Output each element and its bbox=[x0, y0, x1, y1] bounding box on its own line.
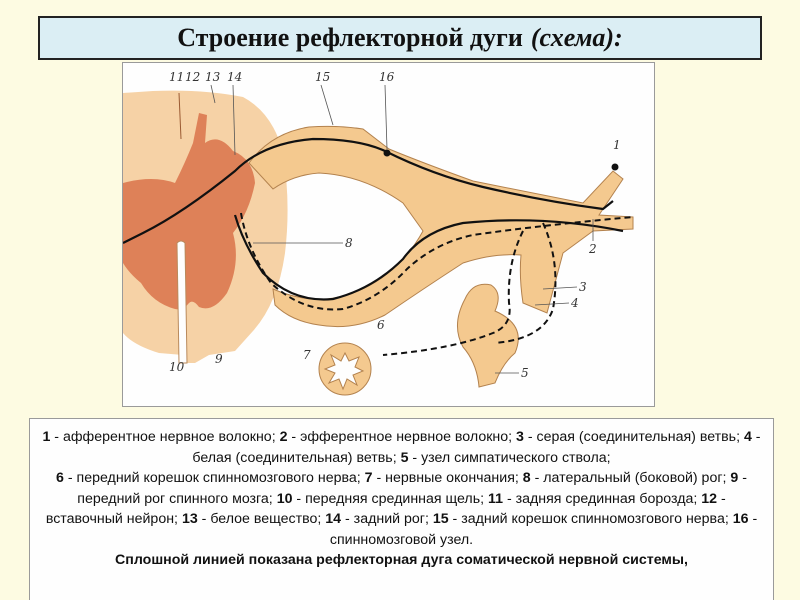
somatic-arc-solid bbox=[123, 137, 614, 244]
legend-text: - спинномозговой узел. bbox=[329, 511, 758, 548]
legend-text: - передний корешок спинномозгового нерва… bbox=[63, 470, 365, 486]
legend-number: 9 bbox=[730, 470, 739, 486]
label-6: 6 bbox=[377, 318, 385, 332]
legend-text: - задний рог; bbox=[341, 511, 433, 527]
legend-text: - передний рог спинного мозга; bbox=[77, 470, 747, 507]
legend-text: - эфферентное нервное волокно; bbox=[287, 429, 517, 445]
legend-number: 12 bbox=[701, 490, 718, 507]
gut-ring bbox=[318, 342, 372, 396]
legend-number: 13 bbox=[181, 511, 198, 527]
legend-text: - задний корешок спинномозгового нерва; bbox=[448, 511, 733, 527]
label-2: 2 bbox=[588, 242, 597, 256]
legend-number: 6 bbox=[56, 470, 64, 486]
nerve-loop-hole bbox=[289, 186, 402, 293]
legend-number: 16 bbox=[732, 511, 749, 527]
label-16: 16 bbox=[379, 70, 395, 84]
label-11: 11 bbox=[169, 70, 184, 84]
legend-text: - нервные окончания; bbox=[372, 470, 523, 486]
legend-line-1: 1 - афферентное нервное волокно; 2 - эфф… bbox=[40, 427, 763, 468]
legend-number: 8 bbox=[522, 470, 531, 486]
legend-number: 11 bbox=[488, 490, 503, 507]
reflex-arc-figure: 11 12 13 14 15 16 1 2 3 4 5 6 7 8 9 10 bbox=[122, 62, 655, 407]
title-main: Строение рефлекторной дуги bbox=[177, 23, 523, 52]
legend-text: - серая (соединительная) ветвь; bbox=[523, 429, 744, 445]
grey-matter bbox=[123, 113, 255, 310]
legend-text: - задняя срединная борозда; bbox=[503, 490, 702, 507]
title-sub: (схема): bbox=[530, 23, 623, 52]
legend-number: 7 bbox=[364, 470, 373, 486]
sympathetic-ganglion bbox=[457, 283, 519, 388]
leader-3 bbox=[542, 286, 578, 290]
legend-text: - латеральный (боковой) рог; bbox=[530, 470, 731, 486]
label-12: 12 bbox=[185, 70, 200, 84]
leader-4 bbox=[534, 302, 570, 306]
label-4: 4 bbox=[570, 296, 579, 310]
legend-number: 3 bbox=[516, 429, 524, 445]
label-1: 1 bbox=[613, 138, 621, 152]
legend-text: - белая (соединительная) ветвь; bbox=[192, 429, 761, 466]
label-5: 5 bbox=[521, 366, 529, 380]
legend-footer: Сплошной линией показана рефлекторная ду… bbox=[115, 552, 688, 568]
legend-text: - вставочный нейрон; bbox=[45, 490, 726, 528]
legend-number: 10 bbox=[276, 490, 293, 507]
legend-line-2: 6 - передний корешок спинномозгового нер… bbox=[40, 468, 763, 550]
label-7: 7 bbox=[303, 348, 311, 362]
leader-16 bbox=[384, 84, 388, 150]
label-9: 9 bbox=[215, 352, 223, 366]
posterior-sulcus bbox=[178, 92, 182, 140]
leader-13 bbox=[210, 84, 216, 104]
leader-14 bbox=[232, 84, 236, 156]
median-fissure bbox=[176, 240, 188, 364]
legend-number: 5 bbox=[400, 449, 409, 466]
reflex-arc-diagram: 11 12 13 14 15 16 1 2 3 4 5 6 7 8 9 10 bbox=[123, 70, 634, 396]
legend-box: 1 - афферентное нервное волокно; 2 - эфф… bbox=[29, 418, 774, 600]
legend-number: 15 bbox=[432, 511, 449, 527]
legend-text: - узел симпатического ствола; bbox=[408, 449, 611, 466]
slide-title: Строение рефлекторной дуги (схема): bbox=[38, 16, 762, 60]
autonomic-return-dashed bbox=[494, 222, 557, 344]
legend-text: - белое вещество; bbox=[197, 511, 326, 527]
legend-text: - афферентное нервное волокно; bbox=[50, 429, 280, 445]
label-13: 13 bbox=[205, 70, 221, 84]
legend-number: 1 bbox=[42, 429, 51, 445]
autonomic-arc-dashed bbox=[240, 212, 634, 311]
legend-number: 4 bbox=[743, 429, 752, 445]
somatic-arc-efferent bbox=[233, 214, 624, 301]
label-10: 10 bbox=[169, 360, 185, 374]
label-14: 14 bbox=[227, 70, 242, 84]
ganglion-cell bbox=[383, 149, 391, 157]
receptor-ending bbox=[611, 163, 619, 171]
label-15: 15 bbox=[315, 70, 330, 84]
legend-number: 14 bbox=[325, 511, 342, 527]
legend-text: - передняя срединная щель; bbox=[292, 490, 488, 507]
label-3: 3 bbox=[579, 280, 587, 294]
leader-15 bbox=[320, 84, 334, 126]
legend-number: 2 bbox=[279, 429, 288, 445]
label-8: 8 bbox=[345, 236, 353, 250]
